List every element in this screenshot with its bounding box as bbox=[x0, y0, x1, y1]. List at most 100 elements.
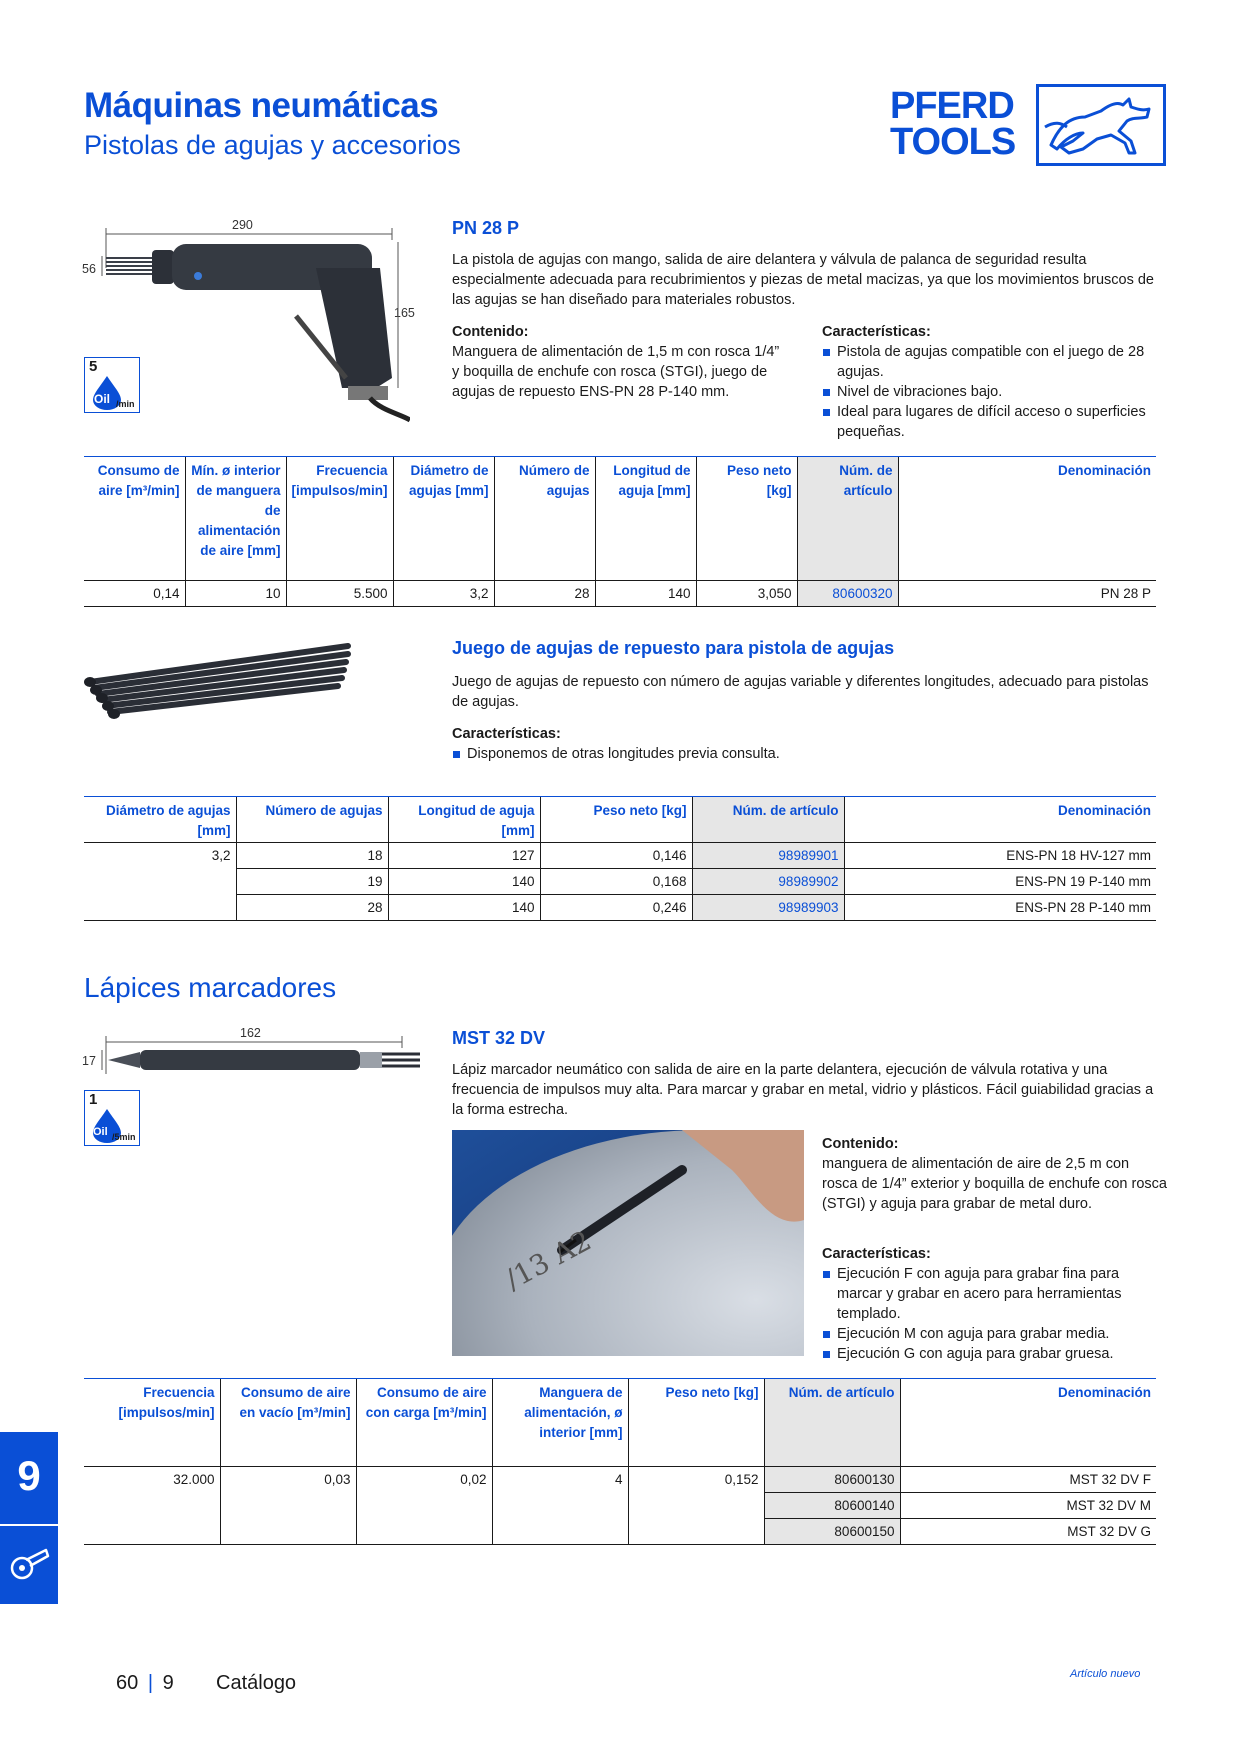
cell: 140 bbox=[594, 580, 696, 607]
table-row: 19 140 0,168 98989902 ENS-PN 19 P-140 mm bbox=[84, 868, 1156, 895]
page-number: 60 bbox=[116, 1672, 139, 1694]
mst32-description: Lápiz marcador neumático con salida de a… bbox=[452, 1062, 1154, 1118]
marker-pen-image bbox=[101, 1036, 420, 1074]
cell: 4 bbox=[491, 1466, 628, 1493]
col-manguera: Manguera de alimentación, ø interior [mm… bbox=[491, 1378, 628, 1467]
juego-spec-table: Diámetro de agujas [mm] Número de agujas… bbox=[84, 796, 1156, 921]
mst32-caracteristicas: Características: Ejecución F con aguja p… bbox=[822, 1244, 1167, 1364]
oil-indicator: 5 Oil /min bbox=[84, 357, 140, 413]
feature-item: Disponemos de otras longitudes previa co… bbox=[452, 744, 782, 764]
feature-item: Pistola de agujas compatible con el jueg… bbox=[822, 342, 1167, 382]
logo-line2: TOOLS bbox=[890, 121, 1016, 163]
oil-drop-icon bbox=[93, 376, 121, 410]
article-link[interactable]: 98989903 bbox=[691, 894, 844, 921]
cell bbox=[84, 894, 236, 921]
col-consumo: Consumo de aire [m³/min] bbox=[84, 456, 185, 581]
cell: MST 32 DV G bbox=[899, 1518, 1156, 1545]
logo-line1: PFERD bbox=[890, 85, 1015, 127]
cell: 10 bbox=[184, 580, 286, 607]
cell bbox=[355, 1492, 492, 1519]
oil-unit: /5min bbox=[112, 1132, 136, 1142]
needle-set-image bbox=[84, 643, 351, 719]
cell: 3,2 bbox=[392, 580, 494, 607]
cell bbox=[355, 1518, 492, 1545]
contenido-label: Contenido: bbox=[452, 324, 529, 340]
article-link[interactable]: 98989902 bbox=[691, 868, 844, 895]
caracteristicas-label: Características: bbox=[822, 1246, 931, 1262]
col-denominacion: Denominación bbox=[897, 456, 1156, 581]
contenido-text: manguera de alimentación de aire de 2,5 … bbox=[822, 1156, 1167, 1212]
col-diametro: Diámetro de agujas [mm] bbox=[84, 796, 236, 843]
cell bbox=[84, 1518, 220, 1545]
article-link[interactable]: 98989901 bbox=[691, 842, 844, 869]
col-consumo-carga: Consumo de aire con carga [m³/min] bbox=[355, 1378, 492, 1467]
engraving-photo: /13 A2 bbox=[452, 1130, 804, 1356]
oil-unit: /min bbox=[116, 399, 135, 409]
feature-item: Ideal para lugares de difícil acceso o s… bbox=[822, 402, 1167, 442]
chapter-tab[interactable]: 9 bbox=[0, 1432, 58, 1604]
table-header-row: Consumo de aire [m³/min] Mín. ø interior… bbox=[84, 456, 1156, 581]
cell: 28 bbox=[493, 580, 595, 607]
pn28-title: PN 28 P bbox=[452, 218, 520, 238]
footer-label: Catálogo bbox=[216, 1672, 297, 1694]
cell: 5.500 bbox=[285, 580, 393, 607]
col-articulo: Núm. de artículo bbox=[796, 456, 898, 581]
table-row: 80600140 MST 32 DV M bbox=[84, 1492, 1156, 1519]
col-peso: Peso neto [kg] bbox=[539, 796, 692, 843]
article-number[interactable]: 80600140 bbox=[763, 1492, 900, 1519]
pn28-caracteristicas: Características: Pistola de agujas compa… bbox=[822, 322, 1167, 442]
table-row: 80600150 MST 32 DV G bbox=[84, 1518, 1156, 1545]
cell: MST 32 DV M bbox=[899, 1492, 1156, 1519]
pn28-contenido: Contenido: Manguera de alimentación de 1… bbox=[452, 322, 782, 402]
col-frecuencia: Frecuencia [impulsos/min] bbox=[285, 456, 393, 581]
cell: MST 32 DV F bbox=[899, 1466, 1156, 1493]
caracteristicas-label: Características: bbox=[452, 726, 561, 742]
cell: 32.000 bbox=[84, 1466, 220, 1493]
col-peso: Peso neto [kg] bbox=[695, 456, 797, 581]
cell: 140 bbox=[387, 868, 540, 895]
cell: 0,03 bbox=[219, 1466, 356, 1493]
col-longitud: Longitud de aguja [mm] bbox=[594, 456, 696, 581]
juego-title: Juego de agujas de repuesto para pistola… bbox=[452, 638, 895, 658]
article-link[interactable]: 80600320 bbox=[796, 580, 898, 607]
cell bbox=[627, 1492, 764, 1519]
cell: 18 bbox=[235, 842, 388, 869]
cell: 3,2 bbox=[84, 842, 236, 869]
juego-description: Juego de agujas de repuesto con número d… bbox=[452, 674, 1149, 710]
table-row: 28 140 0,246 98989903 ENS-PN 28 P-140 mm bbox=[84, 894, 1156, 921]
col-longitud: Longitud de aguja [mm] bbox=[387, 796, 540, 843]
cell: ENS-PN 19 P-140 mm bbox=[843, 868, 1156, 895]
col-articulo: Núm. de artículo bbox=[763, 1378, 900, 1467]
cell: 127 bbox=[387, 842, 540, 869]
cell: ENS-PN 18 HV-127 mm bbox=[843, 842, 1156, 869]
article-number[interactable]: 80600130 bbox=[763, 1466, 900, 1493]
col-frecuencia: Frecuencia [impulsos/min] bbox=[84, 1378, 220, 1467]
article-number[interactable]: 80600150 bbox=[763, 1518, 900, 1545]
contenido-label: Contenido: bbox=[822, 1136, 899, 1152]
table-row: 0,14 10 5.500 3,2 28 140 3,050 80600320 … bbox=[84, 580, 1156, 607]
oil-indicator: 1 Oil /5min bbox=[84, 1090, 140, 1146]
cell: 0,146 bbox=[539, 842, 692, 869]
chapter-number: 9 bbox=[17, 1452, 41, 1499]
section-title-lapices: Lápices marcadores bbox=[84, 972, 337, 1003]
contenido-text: Manguera de alimentación de 1,5 m con ro… bbox=[452, 344, 780, 400]
cell: 0,168 bbox=[539, 868, 692, 895]
table-row: 32.000 0,03 0,02 4 0,152 80600130 MST 32… bbox=[84, 1466, 1156, 1493]
cell: 19 bbox=[235, 868, 388, 895]
cell: 0,246 bbox=[539, 894, 692, 921]
col-numero: Número de agujas bbox=[235, 796, 388, 843]
cell: 0,14 bbox=[84, 580, 185, 607]
feature-item: Ejecución M con aguja para grabar media. bbox=[822, 1324, 1167, 1344]
oil-label: Oil bbox=[93, 1126, 108, 1138]
dim-length: 290 bbox=[232, 218, 253, 232]
grinder-icon bbox=[10, 1548, 50, 1580]
cell bbox=[627, 1518, 764, 1545]
dim-length: 162 bbox=[240, 1026, 261, 1040]
feature-item: Nivel de vibraciones bajo. bbox=[822, 382, 1167, 402]
brand-logo-text: PFERD TOOLS bbox=[890, 85, 1016, 163]
col-manguera: Mín. ø interior de manguera de alimentac… bbox=[184, 456, 286, 581]
feature-item: Ejecución F con aguja para grabar fina p… bbox=[822, 1264, 1167, 1324]
cell bbox=[84, 1493, 220, 1519]
oil-label: Oil bbox=[94, 392, 111, 406]
dim-height: 56 bbox=[82, 262, 96, 276]
